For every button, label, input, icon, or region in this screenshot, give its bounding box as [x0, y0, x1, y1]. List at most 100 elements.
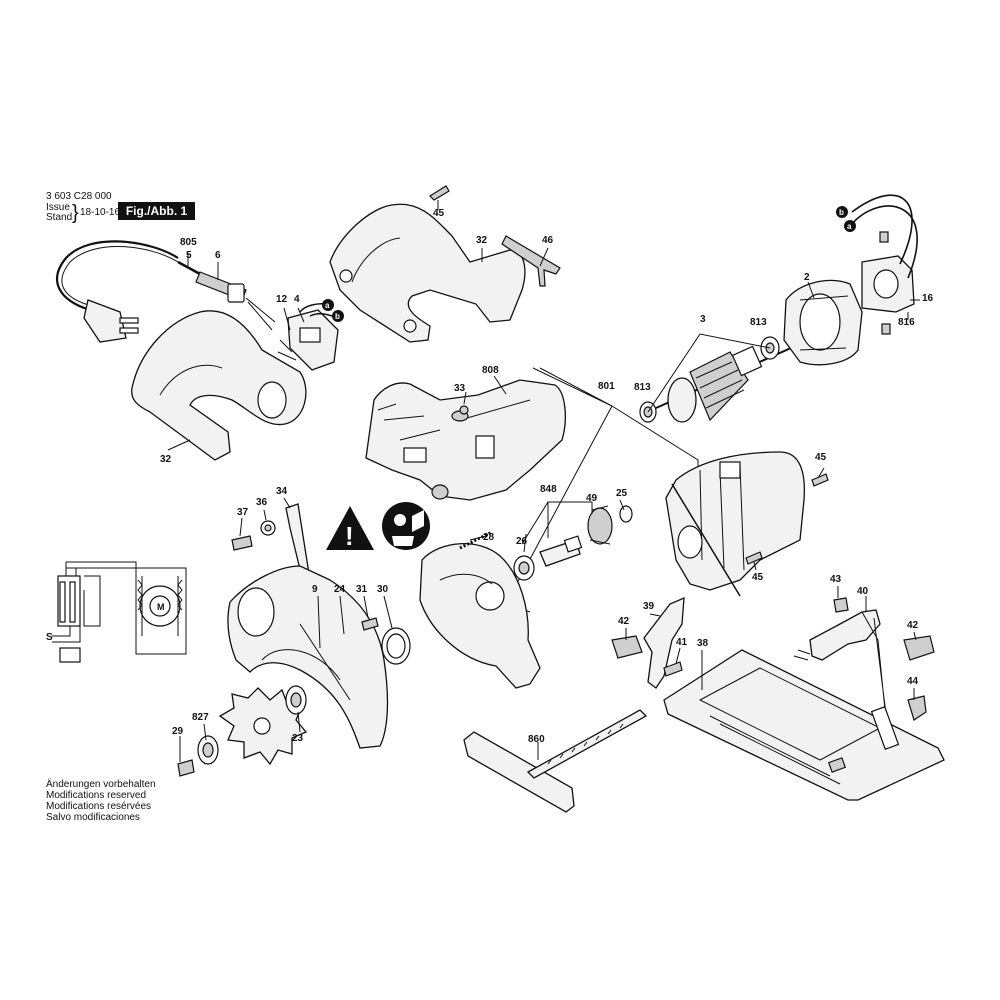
handle-left	[131, 310, 307, 461]
screw-29	[177, 759, 195, 777]
part-numbers: 45 805 5 6 12 4 32 46 32 33 808 801 3 2 …	[160, 208, 934, 745]
screw-37	[231, 535, 253, 551]
part-32-top: 32	[476, 235, 488, 246]
part-28: 28	[483, 532, 495, 543]
part-848: 848	[540, 484, 557, 495]
part-6: 6	[215, 250, 221, 261]
part-9: 9	[312, 584, 318, 595]
screw-45-b	[745, 551, 763, 565]
part-45-low: 45	[752, 572, 764, 583]
screw-45-a	[811, 473, 829, 487]
brush-holder	[849, 194, 918, 335]
part-25: 25	[616, 488, 628, 499]
note-en: Modifications reserved	[46, 790, 147, 801]
part-45-mid: 45	[815, 452, 827, 463]
wire-marker-a1	[322, 299, 334, 311]
part-46: 46	[542, 235, 554, 246]
wire-marker-b2	[836, 206, 848, 218]
brace: }	[72, 202, 79, 224]
bracket-40	[809, 609, 881, 661]
leader-3	[647, 333, 771, 413]
quadrant-39	[643, 596, 685, 689]
part-33: 33	[454, 383, 466, 394]
modification-notes: Änderungen vorbehalten Modifications res…	[46, 779, 156, 823]
wire-marker-b1	[332, 310, 344, 322]
upper-guard	[227, 565, 389, 749]
part-44: 44	[907, 676, 919, 687]
part-31: 31	[356, 584, 368, 595]
part-34: 34	[276, 486, 288, 497]
motor-assembly	[665, 451, 806, 597]
part-24: 24	[334, 584, 346, 595]
note-fr: Modifications resérvées	[46, 801, 152, 812]
part-816: 816	[898, 317, 915, 328]
hex-key	[501, 235, 561, 287]
wire-marker-a2	[844, 220, 856, 232]
power-cord	[56, 240, 276, 343]
note-es: Salvo modificaciones	[46, 812, 140, 823]
part-801: 801	[598, 381, 615, 392]
part-813-upper: 813	[750, 317, 767, 328]
part-26: 26	[516, 536, 528, 547]
part-32-left: 32	[160, 454, 172, 465]
switch	[277, 303, 339, 371]
gear-assembly	[513, 505, 633, 581]
armature	[639, 336, 801, 423]
screw-41	[663, 661, 683, 677]
leader-lines	[167, 200, 920, 762]
part-16: 16	[922, 293, 934, 304]
plug-body	[83, 299, 127, 343]
part-45-top: 45	[433, 208, 445, 219]
wiring-diagram	[52, 561, 187, 663]
wire-marker-a1-label: a	[325, 301, 330, 310]
lower-guard	[419, 530, 541, 689]
wire-marker-a2-label: a	[847, 222, 852, 231]
switch-symbol: S	[46, 632, 53, 643]
part-5: 5	[186, 250, 192, 261]
part-37: 37	[237, 507, 249, 518]
part-4: 4	[294, 294, 300, 305]
part-40: 40	[857, 586, 869, 597]
part-2: 2	[804, 272, 810, 283]
drawing-number: 3 603 C28 000	[46, 191, 112, 202]
warning-mark: !	[345, 521, 354, 551]
base-plate	[663, 649, 945, 801]
part-808: 808	[482, 365, 499, 376]
part-3: 3	[700, 314, 706, 325]
stator	[783, 279, 863, 366]
plug-pin	[119, 317, 139, 324]
part-805: 805	[180, 237, 197, 248]
screw-33	[459, 405, 469, 415]
part-43: 43	[830, 574, 842, 585]
part-38: 38	[697, 638, 709, 649]
screw-31	[361, 617, 379, 631]
part-41: 41	[676, 637, 688, 648]
issue-label: Issue	[46, 202, 70, 213]
part-827: 827	[192, 712, 209, 723]
part-42-right: 42	[907, 620, 919, 631]
screw-43	[833, 597, 849, 613]
motor-symbol: M	[157, 602, 165, 612]
part-39: 39	[643, 601, 655, 612]
part-860: 860	[528, 734, 545, 745]
screw-45-top	[429, 185, 450, 201]
note-de: Änderungen vorbehalten	[46, 779, 156, 790]
saw-blade	[218, 687, 308, 766]
knob-42-left	[611, 635, 643, 659]
part-813-lower: 813	[634, 382, 651, 393]
handle-right	[329, 203, 526, 343]
cord-clamp	[227, 283, 245, 303]
stand-label: Stand	[46, 212, 73, 223]
wire-marker-b1-label: b	[335, 312, 340, 321]
leader-848	[521, 501, 593, 545]
part-12: 12	[276, 294, 288, 305]
parallel-guide	[463, 709, 648, 813]
wing-screw-44	[907, 695, 927, 721]
part-23: 23	[292, 733, 304, 744]
part-36: 36	[256, 497, 268, 508]
part-42-left: 42	[618, 616, 630, 627]
issue-date: 18-10-16	[80, 207, 121, 218]
wire-marker-b2-label: b	[839, 208, 844, 217]
figure-label: Fig./Abb. 1	[118, 202, 195, 220]
